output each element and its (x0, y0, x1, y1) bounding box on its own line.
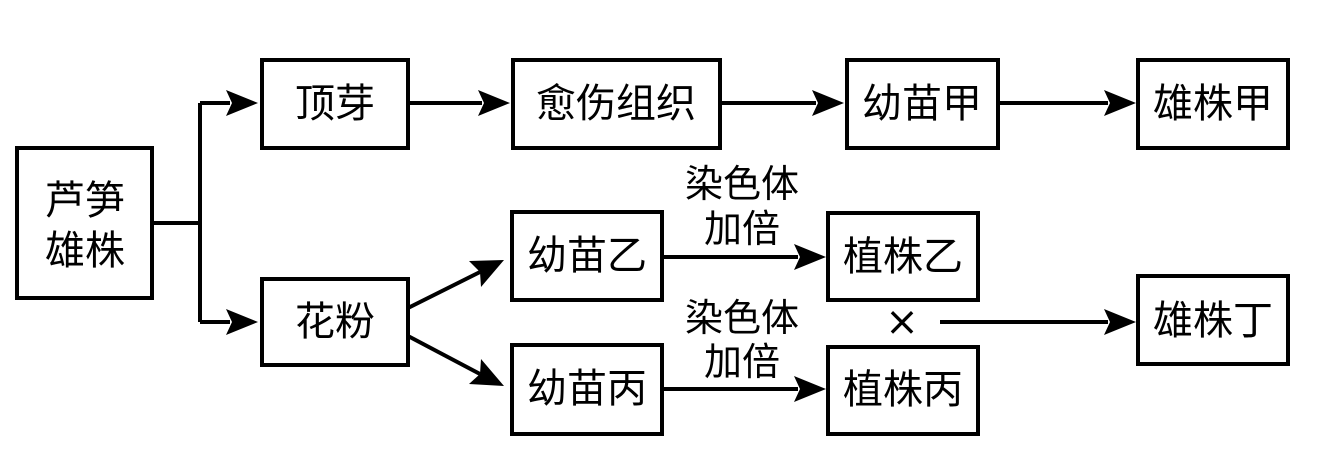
node-plant-b-label: 植株乙 (843, 234, 963, 280)
node-male-a-label: 雄株甲 (1153, 81, 1273, 127)
node-seedling-b-label: 幼苗乙 (527, 233, 647, 279)
arrowhead-seedling-c-to-plant-c (794, 376, 826, 402)
node-plant-c: 植株丙 (826, 345, 980, 436)
arrowhead-to-terminal-bud (226, 90, 258, 116)
edge-pollen-to-seedling-b (407, 270, 481, 310)
arrowhead-seedling-b-to-plant-b (794, 244, 826, 270)
node-plant-b: 植株乙 (826, 211, 980, 302)
node-callus-label: 愈伤组织 (536, 81, 696, 127)
node-asparagus-male-line2: 雄株 (45, 228, 125, 274)
edge-pollen-to-seedling-c (407, 334, 481, 376)
node-seedling-c-label: 幼苗丙 (527, 366, 647, 412)
node-male-a: 雄株甲 (1136, 58, 1290, 150)
arrowhead-callus-to-seedling-a (812, 90, 844, 116)
node-terminal-bud-label: 顶芽 (295, 81, 375, 127)
edge-label-doubling-c: 染色体 加倍 (685, 296, 799, 384)
node-seedling-a-label: 幼苗甲 (862, 81, 982, 127)
node-plant-c-label: 植株丙 (843, 367, 963, 413)
node-seedling-c: 幼苗丙 (510, 343, 664, 436)
arrowhead-pollen-to-seedling-c (469, 359, 504, 386)
edge-label-doubling-b-line1: 染色体 (685, 162, 799, 206)
node-seedling-a: 幼苗甲 (845, 58, 1000, 150)
arrowhead-pollen-to-seedling-b (469, 260, 504, 287)
node-asparagus-male-line1: 芦笋 (45, 178, 125, 224)
edges (152, 90, 1136, 402)
node-pollen-label: 花粉 (295, 299, 375, 345)
arrowhead-seedling-a-to-male-a (1104, 90, 1136, 116)
edge-label-doubling-c-line2: 加倍 (704, 340, 780, 384)
node-asparagus-male: 芦笋 雄株 (15, 146, 154, 300)
node-callus: 愈伤组织 (511, 58, 722, 150)
edge-label-doubling-b-line2: 加倍 (704, 207, 780, 251)
node-male-d: 雄株丁 (1136, 274, 1290, 366)
cross-symbol: × (885, 299, 919, 345)
node-seedling-b: 幼苗乙 (510, 210, 664, 302)
edge-label-doubling-c-line1: 染色体 (685, 296, 799, 340)
node-terminal-bud: 顶芽 (260, 58, 410, 150)
node-pollen: 花粉 (260, 277, 410, 367)
arrowhead-cross-to-male-d (1104, 309, 1136, 335)
node-male-d-label: 雄株丁 (1153, 298, 1273, 344)
arrowhead-bud-to-callus (478, 90, 510, 116)
arrowhead-to-pollen (226, 309, 258, 335)
edge-label-doubling-b: 染色体 加倍 (685, 162, 799, 251)
